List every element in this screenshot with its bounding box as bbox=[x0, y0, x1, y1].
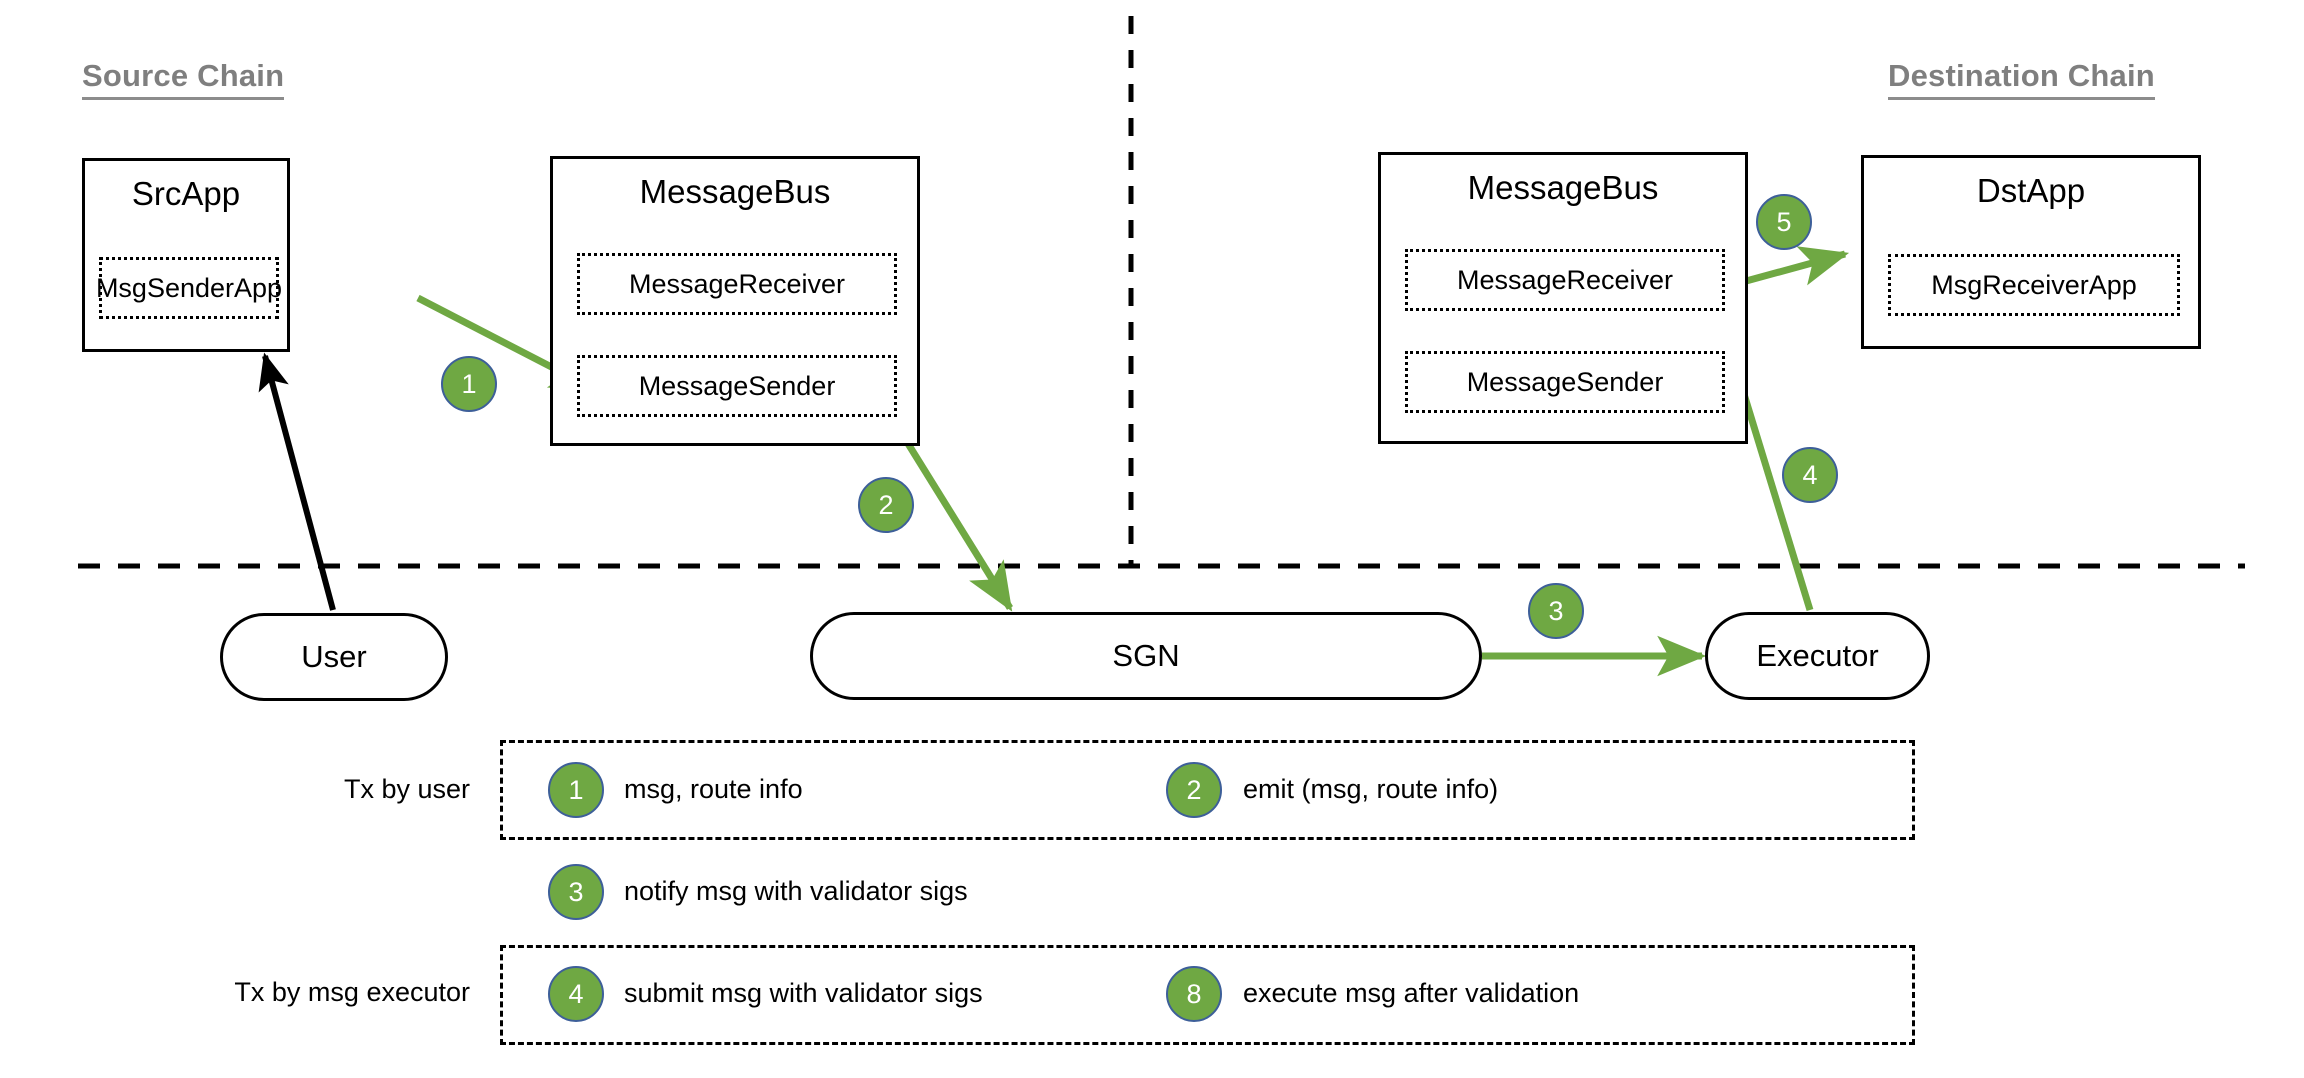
legend-badge-2[interactable]: 2 bbox=[1166, 762, 1222, 818]
legend-text-3: notify msg with validator sigs bbox=[624, 876, 968, 906]
module-msgreceiverapp[interactable]: MsgReceiverApp bbox=[1888, 254, 2180, 316]
node-user[interactable]: User bbox=[220, 613, 448, 701]
legend-text-8: execute msg after validation bbox=[1243, 978, 1580, 1008]
flow-badge-5[interactable]: 5 bbox=[1756, 194, 1812, 250]
node-messagebus-destination[interactable]: MessageBus MessageReceiver MessageSender bbox=[1378, 152, 1748, 444]
node-srcapp[interactable]: SrcApp MsgSenderApp bbox=[82, 158, 290, 352]
module-messagereceiver-source[interactable]: MessageReceiver bbox=[577, 253, 897, 315]
node-dstapp-modules: MsgReceiverApp bbox=[1864, 213, 2198, 346]
legend-label-tx-by-user: Tx by user bbox=[343, 774, 470, 804]
node-dstapp-title: DstApp bbox=[1976, 172, 2086, 209]
node-sgn[interactable]: SGN bbox=[810, 612, 1482, 700]
destination-chain-title: Destination Chain bbox=[1888, 58, 2155, 100]
source-chain-title: Source Chain bbox=[82, 58, 285, 100]
node-messagebus-destination-title: MessageBus bbox=[1467, 169, 1659, 206]
legend-badge-3[interactable]: 3 bbox=[548, 864, 604, 920]
node-messagebus-destination-modules: MessageReceiver MessageSender bbox=[1381, 210, 1745, 441]
module-msgsenderapp[interactable]: MsgSenderApp bbox=[96, 257, 282, 319]
legend-box-tx-by-msg-executor bbox=[500, 945, 1915, 1045]
flow-badge-3[interactable]: 3 bbox=[1528, 583, 1584, 639]
node-srcapp-modules: MsgSenderApp bbox=[85, 216, 287, 349]
legend-text-2: emit (msg, route info) bbox=[1243, 774, 1499, 804]
node-srcapp-title: SrcApp bbox=[131, 175, 241, 212]
legend-text-1: msg, route info bbox=[624, 774, 803, 804]
module-messagesender-source[interactable]: MessageSender bbox=[577, 355, 897, 417]
node-messagebus-source-title: MessageBus bbox=[639, 173, 831, 210]
flow-badge-4[interactable]: 4 bbox=[1782, 447, 1838, 503]
legend-badge-1[interactable]: 1 bbox=[548, 762, 604, 818]
legend-badge-4[interactable]: 4 bbox=[548, 966, 604, 1022]
module-messagesender-destination[interactable]: MessageSender bbox=[1405, 351, 1725, 413]
node-executor[interactable]: Executor bbox=[1705, 612, 1930, 700]
module-messagereceiver-destination[interactable]: MessageReceiver bbox=[1405, 249, 1725, 311]
node-messagebus-source-modules: MessageReceiver MessageSender bbox=[553, 214, 917, 443]
legend-badge-8[interactable]: 8 bbox=[1166, 966, 1222, 1022]
flow-badge-2[interactable]: 2 bbox=[858, 477, 914, 533]
legend-text-4: submit msg with validator sigs bbox=[624, 978, 983, 1008]
flow-badge-1[interactable]: 1 bbox=[441, 356, 497, 412]
legend-box-tx-by-user bbox=[500, 740, 1915, 840]
node-dstapp[interactable]: DstApp MsgReceiverApp bbox=[1861, 155, 2201, 349]
arrow-user-to-srcapp bbox=[258, 352, 336, 611]
legend-label-tx-by-msg-executor: Tx by msg executor bbox=[234, 977, 470, 1007]
node-messagebus-source[interactable]: MessageBus MessageReceiver MessageSender bbox=[550, 156, 920, 446]
